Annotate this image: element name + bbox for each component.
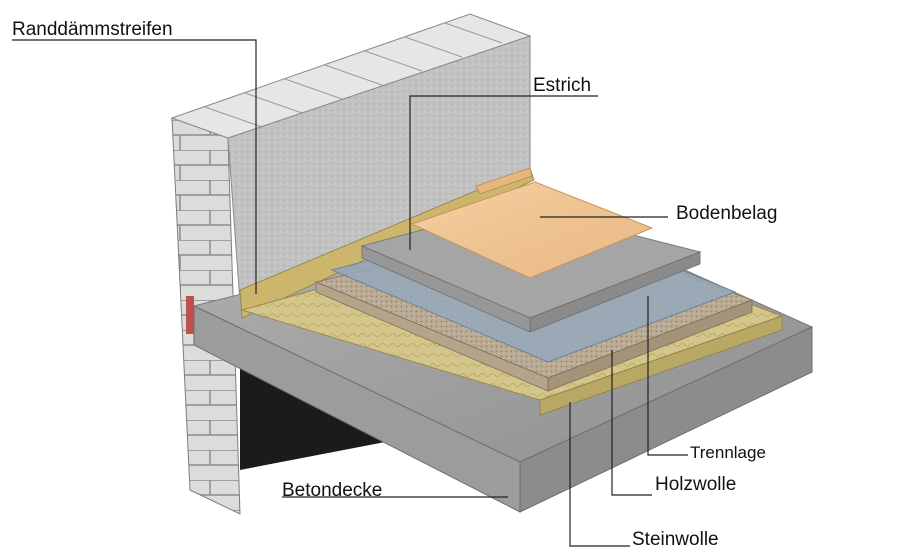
leader-randdaemmstreifen bbox=[12, 39, 257, 294]
leader-trennlage bbox=[647, 296, 688, 456]
label-trennlage: Trennlage bbox=[690, 443, 766, 462]
wall-red-strip bbox=[186, 296, 194, 334]
label-randdaemmstreifen: Randdämmstreifen bbox=[12, 19, 173, 40]
wall bbox=[170, 13, 532, 515]
brick-top-joints bbox=[204, 22, 503, 128]
leader-holzwolle bbox=[611, 350, 652, 496]
label-bodenbelag: Bodenbelag bbox=[676, 203, 778, 224]
bodenbelag-layer bbox=[410, 167, 654, 279]
leader-lines bbox=[12, 39, 688, 547]
slab-left-front bbox=[193, 305, 521, 513]
skirting-board bbox=[475, 167, 533, 195]
leader-steinwolle bbox=[569, 402, 630, 547]
label-betondecke: Betondecke bbox=[282, 480, 383, 501]
leader-estrich bbox=[409, 95, 598, 250]
label-steinwolle: Steinwolle bbox=[632, 529, 719, 550]
label-holzwolle: Holzwolle bbox=[655, 474, 737, 495]
label-estrich: Estrich bbox=[533, 75, 592, 96]
